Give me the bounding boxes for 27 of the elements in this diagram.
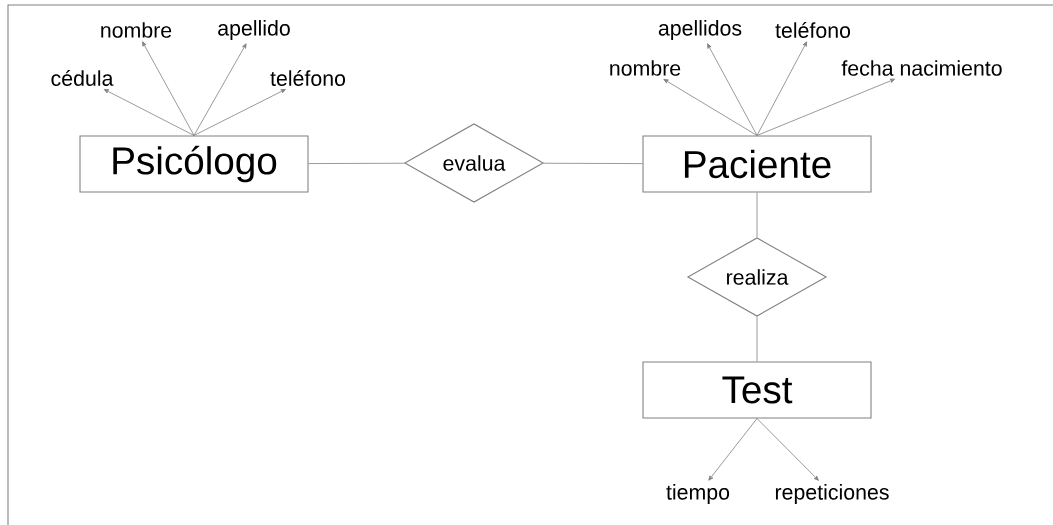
attribute-arrow — [193, 88, 286, 136]
connector-line — [756, 316, 758, 362]
attribute-label: tiempo — [666, 484, 730, 504]
attribute-label: fecha nacimiento — [841, 60, 1002, 76]
attribute-label: cédula — [51, 70, 114, 86]
entity-box: Test — [642, 361, 872, 419]
attribute-label: repeticiones — [775, 484, 889, 504]
attribute-arrow — [708, 418, 758, 481]
attribute-arrow — [103, 88, 195, 136]
connector-line — [543, 162, 643, 164]
attribute-label: nombre — [101, 22, 172, 38]
attribute-arrow — [193, 43, 247, 136]
connector-line — [756, 192, 758, 238]
attribute-arrow — [663, 78, 758, 136]
attribute-label: nombre — [610, 60, 681, 76]
attribute-label: teléfono — [270, 70, 346, 86]
connector-line — [308, 162, 405, 164]
attribute-arrow — [756, 78, 896, 136]
attribute-arrow — [142, 41, 195, 136]
entity-box: Psicólogo — [79, 135, 309, 193]
attribute-arrow — [756, 418, 819, 481]
attribute-label: teléfono — [775, 22, 851, 38]
attribute-label: apellido — [218, 20, 290, 40]
attribute-arrow — [756, 41, 808, 136]
attribute-arrow — [707, 43, 758, 136]
entity-box: Paciente — [642, 135, 872, 193]
attribute-label: apellidos — [658, 20, 742, 40]
